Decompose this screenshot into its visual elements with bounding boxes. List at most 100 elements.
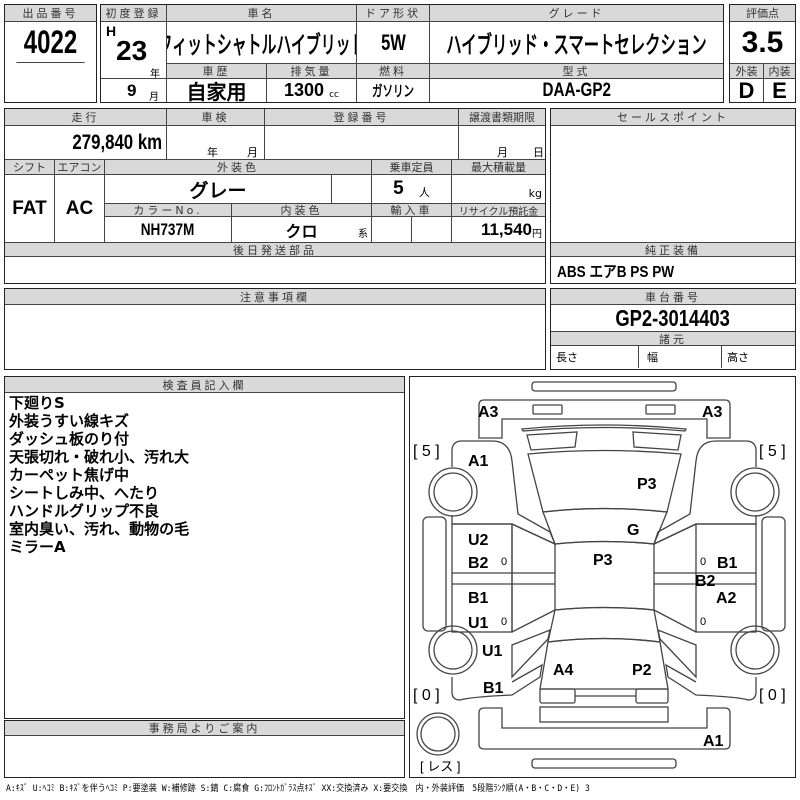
import-label: 輸入車 [371,203,451,217]
mark: B2 [695,573,716,590]
mark: U1 [482,643,503,660]
comment-line: 下廻りS [9,394,65,412]
first-reg-month: 9 [127,81,137,100]
comment-line: カーペット焦げ中 [9,466,130,484]
inspector-label: 検査員記入欄 [5,377,404,393]
mark: B1 [483,680,504,697]
tread-rear-right: [ 5 ] [759,443,786,460]
notes-box: 注意事項欄 [4,288,546,370]
hood [539,637,669,690]
mark: B2 [468,555,489,572]
left-side-mirror [422,516,447,632]
mark: P2 [632,662,652,679]
comment-line: ハンドルグリップ不良 [9,502,160,520]
length: 長さ [556,351,578,364]
max-load: kg [451,175,545,203]
zero-mark: 0 [700,556,706,568]
ext-color-label: 外装色 [104,159,371,175]
height: 高さ [721,346,795,368]
mark: A3 [702,404,723,421]
sales-point-label: セールスポイント [551,109,795,126]
mileage: 279,840 km [72,130,162,154]
mark: A4 [553,662,574,679]
color-no-label: カラーNo. [104,203,231,217]
mark: A2 [716,590,737,607]
comment-line: ダッシュ板のり付 [9,430,130,448]
car-name-label: 車名 [166,5,356,22]
office-box: 事務局よりご案内 [4,720,405,778]
capacity-label: 乗車定員 [371,159,451,175]
notes-label: 注意事項欄 [5,289,545,305]
mark: G [627,522,639,539]
exterior-score: D [738,79,755,102]
chassis-label: 車台番号 [551,289,795,305]
equipment: ABS エアB PS PW [557,263,675,281]
rear-glass [542,507,668,545]
comment-line: ミラーA [9,538,66,556]
mark: U1 [468,615,489,632]
displacement: 1300 cc [266,79,356,102]
model-label: 型式 [429,63,723,79]
grade: ハイブリッド・スマートセレクション [429,22,723,63]
comment-line: 室内臭い、汚れ、動物の毛 [9,520,190,538]
int-color-label: 内装色 [231,203,371,217]
reg-number-label: 登録番号 [264,109,458,126]
tread-rear-left: [ 5 ] [413,443,440,460]
rear-hatch [527,449,682,513]
mark: A1 [468,453,489,470]
left-rear-quarter [451,440,557,546]
later-parts [5,257,545,282]
right-side-mirror [761,516,786,632]
tread-front-right: [ 0 ] [759,687,786,704]
chassis-number: GP2-3014403 [615,305,731,331]
reg-number [264,126,458,159]
front-lip [531,758,677,769]
era: H [106,23,117,39]
history-label: 車歴 [166,63,266,79]
exterior-label: 外装 [730,63,763,79]
grade-label: グレード [429,5,723,22]
mark: B1 [468,590,489,607]
max-load-label: 最大積載量 [451,159,545,175]
mark: P3 [593,552,613,569]
fuel-label: 燃料 [356,63,429,79]
door-type: 5W [356,22,429,63]
comment-line: シートしみ中、へたり [9,484,160,502]
aircon-label: エアコン [54,159,104,175]
details-box: 走行 車検 登録番号 譲渡書類期限 279,840 km 年 月 月 日 シフト… [4,108,546,284]
office-label: 事務局よりご案内 [5,721,404,736]
mark: A3 [478,404,499,421]
transfer-deadline: 月 日 [458,126,545,159]
equipment-label: 純正装備 [551,242,795,257]
import [371,217,411,242]
capacity: 5 人 [371,175,451,203]
spare-tire [416,712,460,756]
legend: A:ｷｽﾞ U:ﾍｺﾐ B:ｷｽﾞを伴うﾍｺﾐ P:要塗装 W:補修跡 S:錆 … [6,784,590,794]
door-label: ドア形状 [356,5,429,22]
shift: FAT [12,197,47,219]
first-reg-label: 初度登録 [101,5,166,22]
transfer-deadline-label: 譲渡書類期限 [458,109,545,126]
score-label: 評価点 [730,5,795,22]
wheel-front-left [428,625,478,675]
inspector-comments: 下廻りS 外装うすい線キズ ダッシュ板のり付 天張切れ・破れ小、汚れ大 カーペッ… [5,394,189,556]
inspection-label: 車検 [166,109,264,126]
first-reg-year: 23 [116,35,148,66]
windshield [547,606,661,643]
mark: P3 [637,476,657,493]
specs-label: 諸元 [551,331,795,346]
tread-front-left: [ 0 ] [413,687,440,704]
left-front-fender [451,628,551,701]
interior-score: E [763,79,795,102]
mark: A1 [703,733,724,750]
right-rear-quarter [652,440,757,546]
wheel-front-right [730,625,780,675]
zero-mark: 0 [700,616,706,628]
car-name: フィットシャトルハイブリッド [166,22,356,63]
history: 自家用 [166,79,266,102]
right-front-fender [657,628,757,701]
year-unit: 年 [150,69,160,80]
month-unit: 月 [149,92,159,103]
int-color: クロ系 [231,217,371,242]
